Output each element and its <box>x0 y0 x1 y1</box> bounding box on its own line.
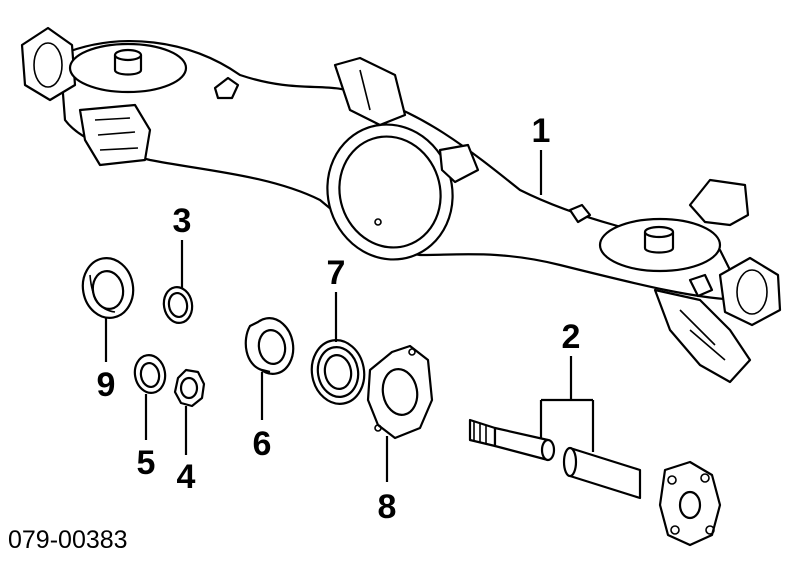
lock-nut <box>173 368 206 408</box>
callout-1: 1 <box>532 112 551 150</box>
callout-3: 3 <box>173 202 192 240</box>
bearing <box>162 286 194 324</box>
leader-lines <box>104 150 595 482</box>
callout-8: 8 <box>378 488 397 526</box>
oil-seal-large <box>310 339 366 405</box>
callout-9: 9 <box>97 366 116 404</box>
washer <box>133 354 167 394</box>
callout-2: 2 <box>562 318 581 356</box>
axle-shaft <box>468 418 722 547</box>
bearing-large <box>244 317 295 375</box>
leader-2 <box>539 356 595 452</box>
callout-6: 6 <box>253 425 272 463</box>
axle-housing <box>20 26 782 384</box>
oil-seal <box>81 257 135 319</box>
retainer-plate <box>366 344 434 440</box>
callout-numbers: 1 2 3 4 5 6 7 8 9 <box>97 112 581 526</box>
callout-7: 7 <box>327 254 346 292</box>
callout-5: 5 <box>137 444 156 482</box>
callout-4: 4 <box>177 458 196 496</box>
diagram-code: 079-00383 <box>8 526 128 554</box>
